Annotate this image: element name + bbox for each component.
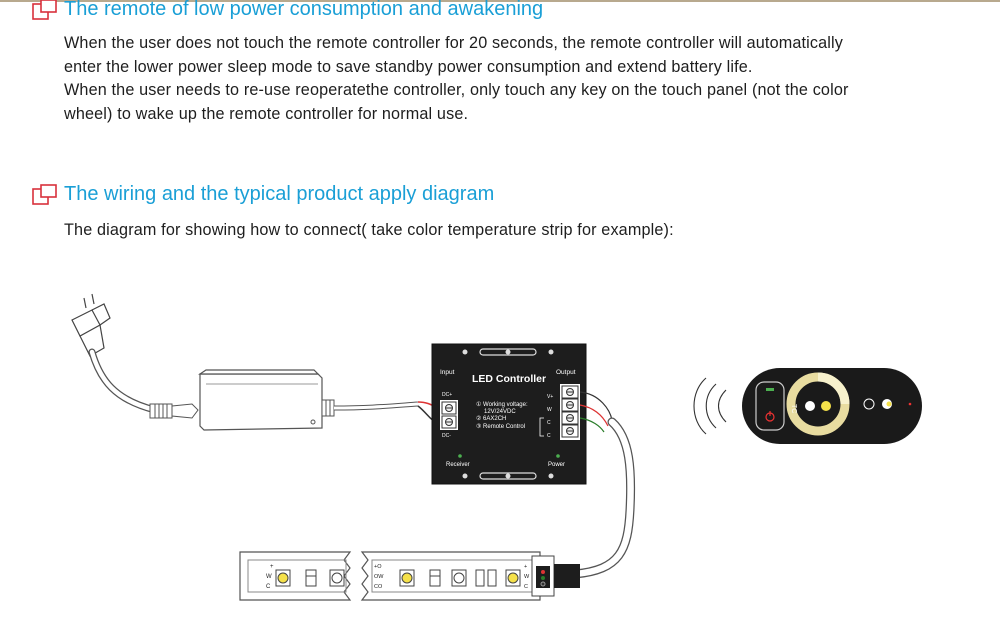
led-strip: + W C +O OW CO + W C xyxy=(239,551,580,601)
svg-text:+: + xyxy=(524,564,527,570)
section-header-wiring: The wiring and the typical product apply… xyxy=(32,183,494,206)
strip-c-label-2: CO xyxy=(374,584,383,590)
controller-title: LED Controller xyxy=(472,373,546,385)
output-c-label: C xyxy=(547,433,551,439)
svg-text:C: C xyxy=(524,584,528,590)
top-divider xyxy=(0,0,1000,2)
power-adapter xyxy=(198,369,335,431)
svg-text:W: W xyxy=(524,574,530,580)
strip-w-label: W xyxy=(266,574,272,580)
strip-plus-label: + xyxy=(270,564,274,570)
strip-c-label: C xyxy=(266,584,271,590)
receiver-label: Receiver xyxy=(446,462,470,468)
spec-voltage: ① Working voltage: xyxy=(476,401,528,408)
section-title: The remote of low power consumption and … xyxy=(64,0,544,20)
section-bullet-icon xyxy=(32,0,57,20)
paragraph-line: wheel) to wake up the remote controller … xyxy=(64,104,469,123)
tc-label: TC xyxy=(790,404,797,413)
paragraph-line: When the user does not touch the remote … xyxy=(64,34,844,52)
wireless-signal-icon xyxy=(693,377,727,435)
wiring-diagram: Input Output LED Controller DC+ DC- ① Wo… xyxy=(71,293,922,601)
dc-minus-label: DC- xyxy=(442,433,451,439)
dc-plus-label: DC+ xyxy=(442,392,452,398)
low-power-paragraph: When the user does not touch the remote … xyxy=(64,32,849,126)
strip-plus-label-2: +O xyxy=(374,564,382,570)
power-label: Power xyxy=(548,462,565,468)
input-label: Input xyxy=(440,369,455,376)
section-title: The wiring and the typical product apply… xyxy=(64,183,495,205)
spec-voltage-value: 12V/24VDC xyxy=(484,409,516,415)
spec-channels: ② 6AX2CH xyxy=(476,415,506,422)
section-header-low-power: The remote of low power consumption and … xyxy=(32,0,543,21)
output-c-label: C xyxy=(547,420,551,426)
output-v-label: V+ xyxy=(547,394,553,400)
spec-remote: ③ Remote Control xyxy=(476,423,525,430)
output-label: Output xyxy=(556,369,576,376)
power-plug xyxy=(71,293,111,357)
strip-w-label-2: OW xyxy=(374,574,384,580)
led-controller: Input Output LED Controller DC+ DC- ① Wo… xyxy=(431,343,587,485)
touch-remote: TC xyxy=(742,368,922,444)
paragraph-line: When the user needs to re-use reoperatet… xyxy=(64,81,849,99)
paragraph-line: enter the lower power sleep mode to save… xyxy=(64,57,753,76)
adapter-connector xyxy=(149,403,199,419)
wiring-intro: The diagram for showing how to connect( … xyxy=(64,221,674,239)
section-bullet-icon xyxy=(32,183,57,205)
ac-cord xyxy=(88,348,159,414)
output-w-label: W xyxy=(547,407,552,413)
